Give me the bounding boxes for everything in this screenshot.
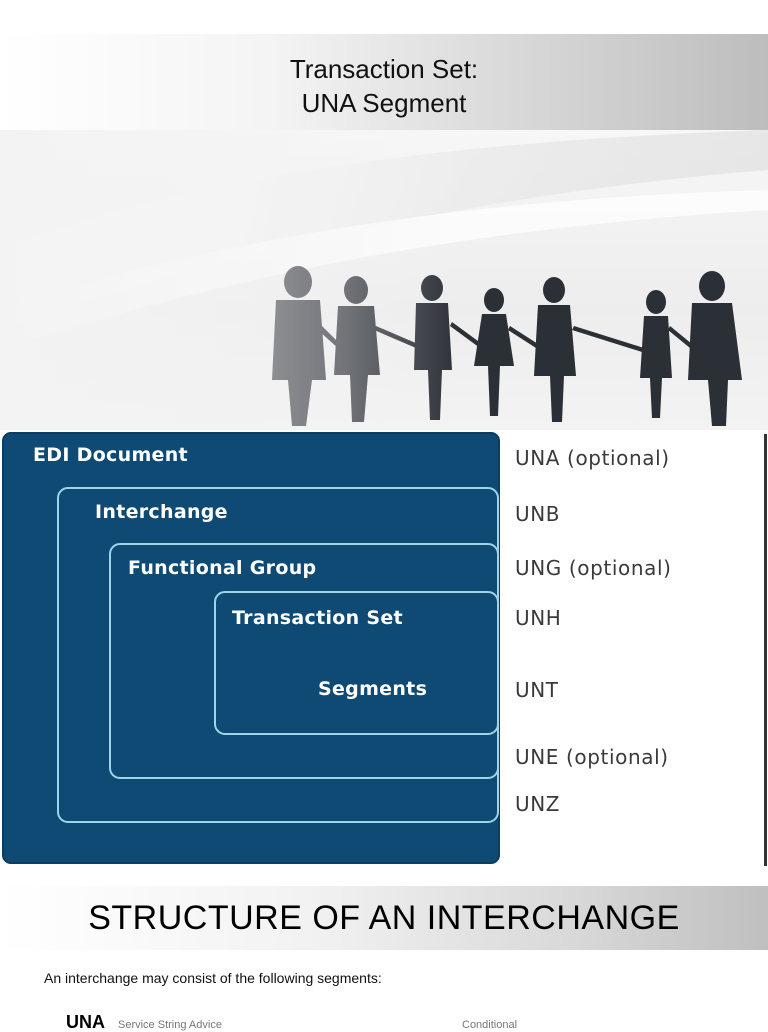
page-title-line-1: Transaction Set: bbox=[289, 54, 479, 84]
edi-document-box bbox=[2, 432, 500, 864]
page-title-line-2: UNA Segment bbox=[301, 88, 467, 118]
segment-ung-label: UNG (optional) bbox=[515, 556, 672, 580]
section-title-banner bbox=[0, 886, 768, 950]
functional-group-label: Functional Group bbox=[128, 557, 317, 579]
transaction-set-box bbox=[214, 591, 499, 735]
segment-unz-label: UNZ bbox=[515, 792, 561, 816]
interchange-structure-diagram: EDI Document Interchange Functional Grou… bbox=[0, 430, 768, 866]
business-people-image bbox=[0, 130, 768, 430]
segment-una-label: UNA (optional) bbox=[515, 446, 670, 470]
right-edge-divider bbox=[764, 434, 767, 866]
segments-label: Segments bbox=[318, 678, 428, 700]
top-margin bbox=[0, 0, 768, 34]
edi-document-label: EDI Document bbox=[33, 444, 188, 466]
section-title: STRUCTURE OF AN INTERCHANGE bbox=[88, 899, 680, 937]
segment-list-item-status: Conditional bbox=[462, 1019, 518, 1031]
segment-list-item-description: Service String Advice bbox=[118, 1019, 222, 1031]
segment-unt-label: UNT bbox=[515, 678, 559, 702]
segment-list-item-code: UNA bbox=[66, 1012, 105, 1032]
nested-boxes-diagram bbox=[2, 432, 500, 864]
segment-une-label: UNE (optional) bbox=[515, 745, 669, 769]
intro-text: An interchange may consist of the follow… bbox=[44, 970, 382, 986]
segment-unh-label: UNH bbox=[515, 606, 562, 630]
transaction-set-label: Transaction Set bbox=[232, 607, 403, 629]
people-holding-hands-icon bbox=[0, 130, 768, 430]
interchange-label: Interchange bbox=[95, 501, 228, 523]
segment-unb-label: UNB bbox=[515, 502, 561, 526]
title-banner bbox=[0, 34, 768, 130]
